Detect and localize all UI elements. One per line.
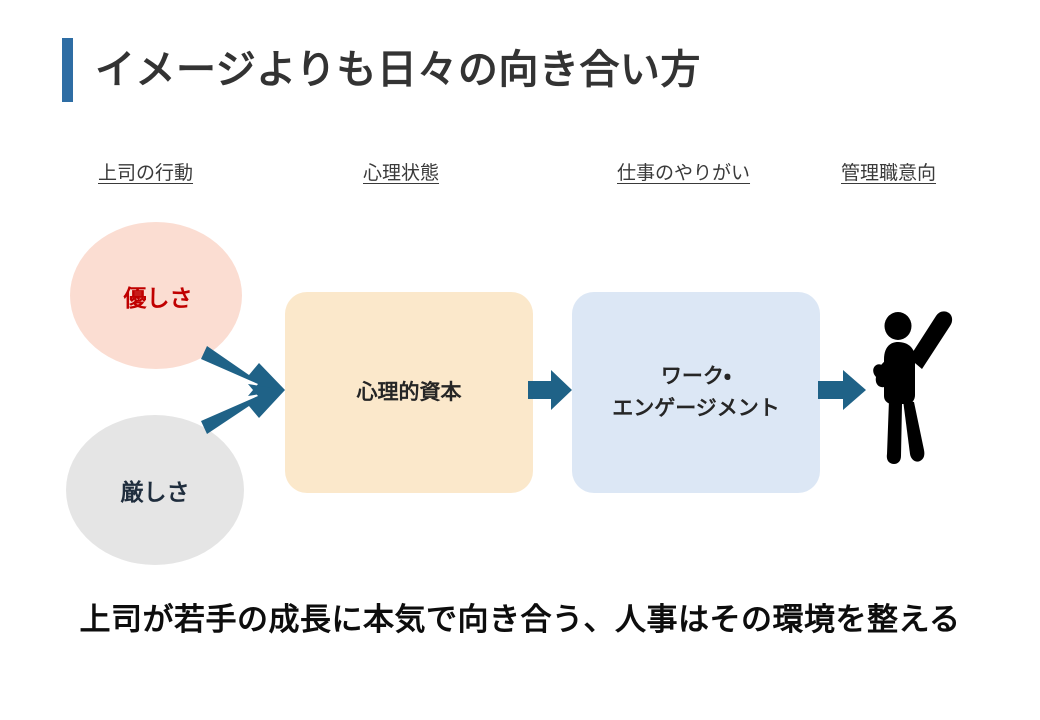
arrow-psycap-to-engagement [528,370,572,410]
arrow-kindness-to-psycap [201,346,285,396]
node-work-engagement-label-line1: ワーク・ [660,365,732,388]
page-title: イメージよりも日々の向き合い方 [95,48,701,92]
column-header-supervisor-behavior: 上司の行動 [98,163,194,184]
column-header-psychological-state: 心理状態 [363,163,440,184]
node-work-engagement: ワーク・ エンゲージメント [572,292,820,493]
node-work-engagement-label-line2: エンゲージメント [612,396,780,420]
arrow-engagement-to-outcome [818,370,866,410]
slide-caption: 上司が若手の成長に本気で向き合う、人事はその環境を整える [79,602,961,637]
node-strictness: 厳しさ [66,415,244,565]
column-header-work-meaningfulness: 仕事のやりがい [617,163,751,184]
arrow-strictness-to-psycap [201,384,285,434]
node-kindness: 優しさ [70,222,242,369]
column-header-management-aspiration: 管理職意向 [841,163,937,184]
node-work-engagement-label: ワーク・ エンゲージメント [612,361,780,424]
node-psychological-capital-label: 心理的資本 [356,380,462,404]
node-strictness-label: 厳しさ [120,479,190,505]
title-accent-bar [62,38,73,102]
node-kindness-label: 優しさ [123,284,193,311]
title-block: イメージよりも日々の向き合い方 [62,38,701,102]
person-raising-hand-icon [873,311,953,464]
node-psychological-capital: 心理的資本 [285,292,533,493]
